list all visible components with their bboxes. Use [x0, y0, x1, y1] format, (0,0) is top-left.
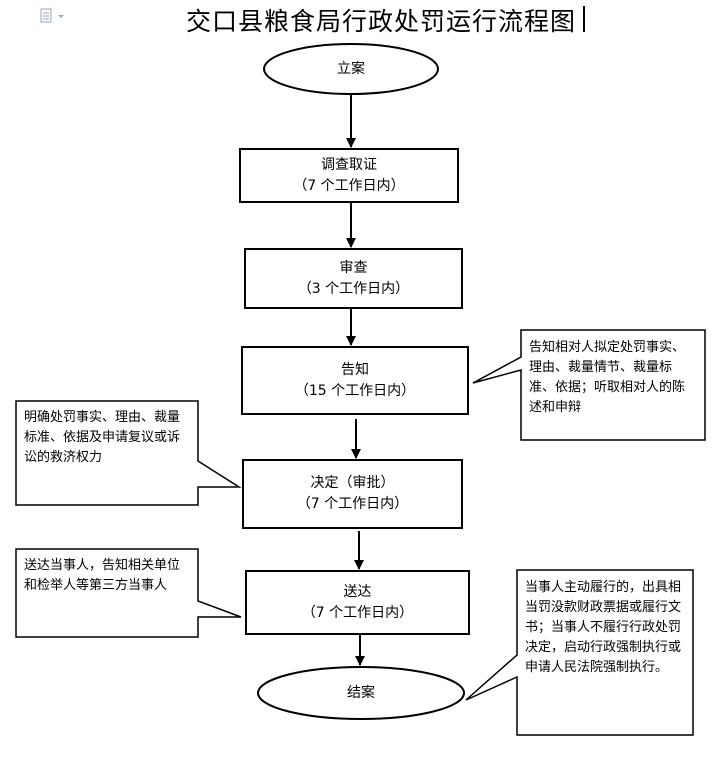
callout-decide: [15, 400, 242, 506]
node-start-label: 立案: [337, 60, 365, 77]
document-icon: [40, 8, 66, 24]
node-deliver-label: 送达: [343, 583, 372, 600]
node-notify: 告知 （15 个工作日内）: [242, 347, 468, 414]
node-review: 审查 （3 个工作日内）: [245, 249, 462, 308]
node-decide-label: 决定（审批）: [310, 475, 395, 491]
note-deliver: 送达当事人，告知相关单位和检举人等第三方当事人: [24, 558, 181, 593]
deliver-box: [245, 570, 470, 635]
node-notify-duration: （15 个工作日内）: [294, 382, 416, 399]
node-notify-label: 告知: [341, 361, 369, 378]
node-deliver-duration: （7 个工作日内）: [301, 604, 414, 621]
callout-notify: [472, 329, 706, 441]
node-end-label: 结案: [347, 684, 375, 701]
text-cursor: [583, 6, 585, 32]
end-ellipse: [257, 666, 465, 720]
callout-deliver: [15, 548, 242, 638]
note-decide: 明确处罚事实、理由、裁量标准、依据及申请复议或诉讼的救济权力: [24, 410, 181, 465]
decide-box: [242, 459, 463, 529]
note-end: 当事人主动履行的，出具相当罚没款财政票据或履行文书；当事人不履行行政处罚决定，启…: [525, 580, 682, 675]
node-review-label: 审查: [339, 259, 368, 276]
node-decide-duration: （7 个工作日内）: [296, 496, 409, 512]
page-title: 交口县粮食局行政处罚运行流程图: [186, 7, 577, 36]
node-decide: 决定（审批） （7 个工作日内）: [243, 460, 462, 528]
node-review-duration: （3 个工作日内）: [297, 280, 410, 297]
notify-box: [241, 346, 469, 415]
node-investigate-duration: （7 个工作日内）: [293, 177, 405, 194]
start-ellipse: [263, 43, 439, 95]
node-end: 结案: [258, 667, 464, 719]
node-investigate-label: 调查取证: [321, 156, 377, 173]
node-deliver: 送达 （7 个工作日内）: [246, 571, 469, 634]
investigate-box: [239, 148, 459, 203]
node-investigate: 调查取证 （7 个工作日内）: [240, 149, 458, 202]
callout-end: [465, 569, 694, 736]
note-notify: 告知相对人拟定处罚事实、理由、裁量情节、裁量标准、依据；听取相对人的陈述和申辩: [529, 340, 686, 415]
review-box: [244, 248, 463, 309]
node-start: 立案: [264, 44, 438, 94]
